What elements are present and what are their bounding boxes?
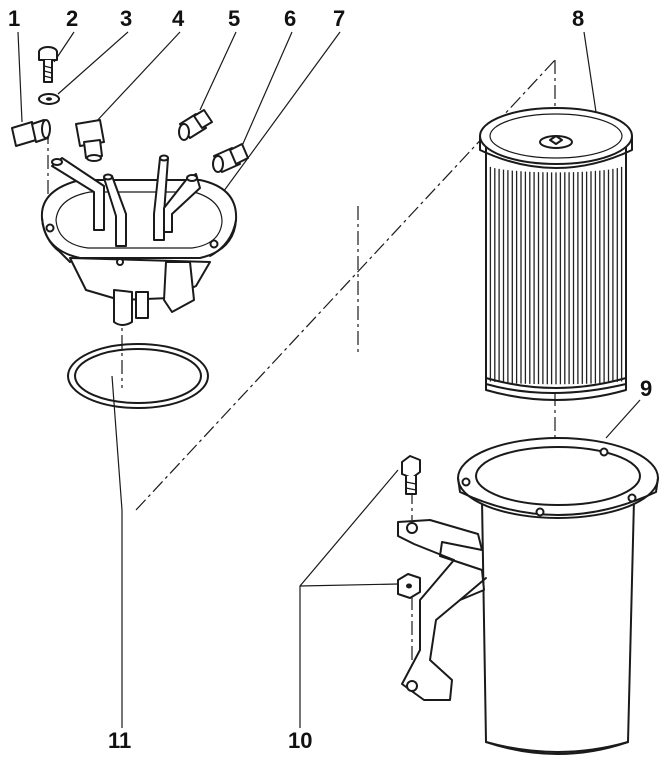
- callout-1: 1: [8, 6, 20, 31]
- callout-11: 11: [108, 728, 131, 753]
- callout-2: 2: [66, 6, 78, 31]
- callout-7: 7: [333, 6, 345, 31]
- seal-ring-part-11: [67, 343, 209, 409]
- fitting-part-1: [11, 119, 51, 147]
- filter-element-part-8: [479, 107, 633, 401]
- callout-6: 6: [284, 6, 296, 31]
- filter-housing-part-9: [457, 437, 659, 755]
- washer-part-3: [38, 93, 60, 105]
- callout-9: 9: [640, 376, 652, 401]
- fitting-part-5: [178, 109, 213, 141]
- filter-pleats: [489, 166, 623, 385]
- callout-5: 5: [228, 6, 240, 31]
- callout-8: 8: [572, 6, 584, 31]
- bolt-part-10: [401, 455, 421, 495]
- filter-head-part-7: [40, 154, 238, 326]
- callout-3: 3: [120, 6, 132, 31]
- leader-lines: [17, 31, 641, 728]
- mounting-bracket-part-10: [397, 519, 487, 701]
- screw-part-2: [38, 46, 58, 83]
- nut-part-10: [397, 573, 421, 599]
- center-lines: [47, 59, 556, 690]
- callout-10: 10: [288, 728, 312, 753]
- fitting-part-4: [75, 119, 105, 162]
- fitting-part-6: [212, 143, 249, 173]
- callout-4: 4: [172, 6, 185, 31]
